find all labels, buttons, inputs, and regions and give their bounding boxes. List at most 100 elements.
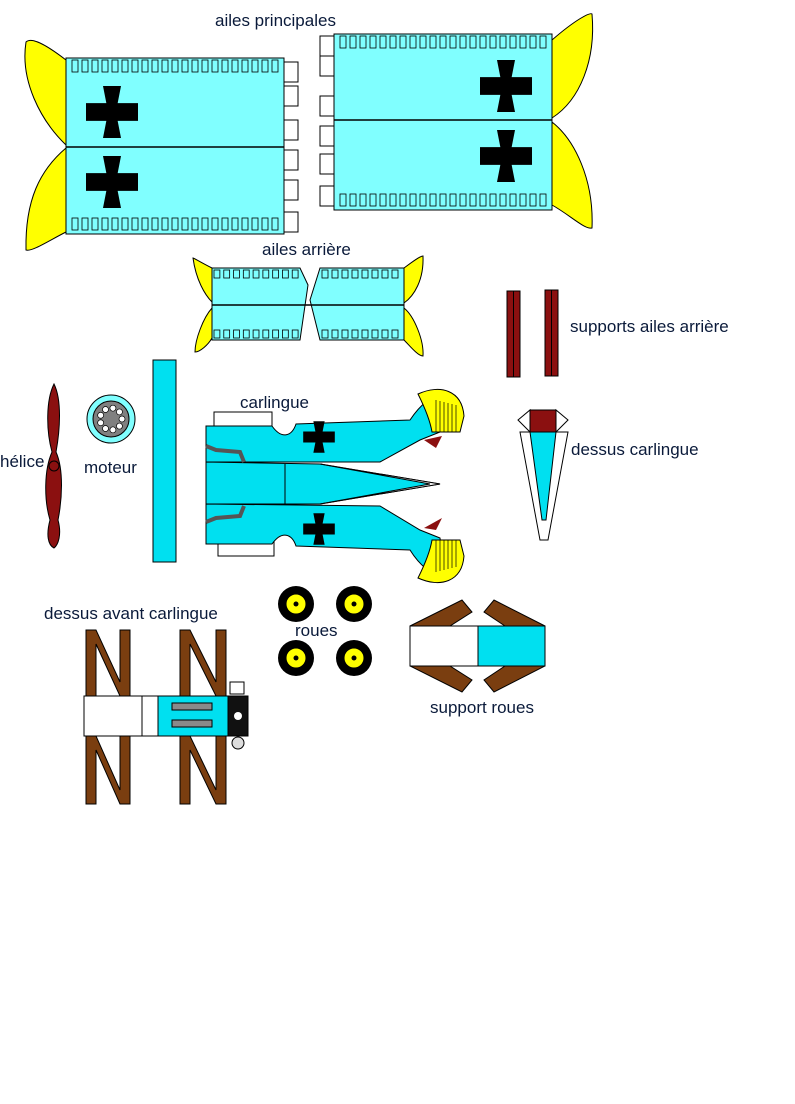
wing-rib-tab bbox=[111, 217, 119, 231]
wing-rib-tab bbox=[201, 217, 209, 231]
glue-tab bbox=[283, 179, 299, 201]
wing-rib-tab bbox=[399, 193, 407, 207]
main-wings-part bbox=[24, 13, 594, 251]
wing-rib-tab bbox=[439, 193, 447, 207]
wing-rib-tab bbox=[81, 217, 89, 231]
wing-rib-tab bbox=[221, 59, 229, 73]
wing-rib-tab bbox=[201, 59, 209, 73]
wing-rib-tab bbox=[161, 59, 169, 73]
wing-tip bbox=[551, 120, 593, 229]
wing-rib-tab bbox=[499, 193, 507, 207]
wing-rib-tab bbox=[509, 193, 517, 207]
wing-rib-tab bbox=[231, 59, 239, 73]
wing-tip bbox=[25, 146, 67, 251]
wing-rib-tab bbox=[181, 217, 189, 231]
wing-rib-tab bbox=[519, 193, 527, 207]
wing-rib-tab bbox=[509, 35, 517, 49]
wing-rib-tab bbox=[381, 269, 389, 279]
wing-rib-tab bbox=[351, 269, 359, 279]
wing-rib-tab bbox=[223, 269, 231, 279]
wing-rib-tab bbox=[271, 59, 279, 73]
wing-rib-tab bbox=[449, 35, 457, 49]
right-main-wing bbox=[333, 33, 553, 211]
wheel-hub bbox=[351, 601, 357, 607]
wing-rib-tab bbox=[449, 193, 457, 207]
glue-tab bbox=[229, 681, 245, 695]
glue-tab bbox=[319, 153, 335, 175]
glue-tab bbox=[283, 149, 299, 171]
cylinder-head bbox=[118, 415, 126, 423]
wing-rib-tab bbox=[529, 193, 537, 207]
wing-rib-tab bbox=[151, 59, 159, 73]
wing-rib-tab bbox=[439, 35, 447, 49]
wheel-support-part bbox=[409, 599, 546, 693]
wing-rib-tab bbox=[381, 329, 389, 339]
cylinder-head bbox=[116, 422, 123, 430]
iron-cross-icon bbox=[480, 60, 532, 112]
wing-rib-tab bbox=[181, 59, 189, 73]
glue-disc bbox=[231, 736, 245, 750]
fuselage-tail-wedge bbox=[319, 463, 441, 505]
wing-rib-tab bbox=[399, 35, 407, 49]
wheel-hub bbox=[293, 655, 299, 661]
wing-rib-tab bbox=[371, 269, 379, 279]
wing-tip bbox=[403, 306, 424, 357]
cylinder-head bbox=[102, 406, 109, 413]
wing-rib-tab bbox=[282, 269, 289, 279]
rear-wing-right bbox=[309, 267, 405, 341]
wing-rib-tab bbox=[233, 329, 240, 339]
wing-rib-tab bbox=[459, 35, 467, 49]
wing-rib-tab bbox=[111, 59, 119, 73]
engine-strip bbox=[152, 359, 177, 563]
axle-panel-cyan bbox=[477, 625, 546, 667]
wing-rib-tab bbox=[539, 35, 547, 49]
wing-rib-tab bbox=[369, 193, 377, 207]
wing-tip bbox=[551, 13, 594, 119]
wing-rib-tab bbox=[241, 59, 249, 73]
wing-rib-tab bbox=[71, 217, 79, 231]
wing-rib-tab bbox=[151, 217, 159, 231]
wing-tip bbox=[192, 257, 213, 304]
wing-rib-tab bbox=[242, 269, 250, 279]
wing-rib-tab bbox=[331, 269, 339, 279]
iron-cross-icon bbox=[303, 421, 335, 453]
fuselage-top-strip bbox=[205, 461, 441, 505]
wing-rib-tab bbox=[419, 193, 427, 207]
glue-tab bbox=[283, 61, 299, 83]
propeller-label: hélice bbox=[0, 452, 45, 471]
wing-rib-tab bbox=[409, 193, 417, 207]
gauge-icon bbox=[234, 712, 242, 720]
wheels-part bbox=[278, 586, 372, 676]
front-top-panel bbox=[83, 695, 143, 737]
glue-tab bbox=[283, 85, 299, 107]
wing-rib-tab bbox=[489, 193, 497, 207]
cylinder-head bbox=[116, 408, 123, 416]
wing-rib-tab bbox=[262, 269, 270, 279]
wing-rib-tab bbox=[349, 193, 357, 207]
wing-rib-tab bbox=[141, 217, 149, 231]
wheels-label: roues bbox=[295, 621, 338, 640]
wing-rib-tab bbox=[391, 329, 399, 339]
glue-tab bbox=[213, 411, 273, 427]
wing-rib-tab bbox=[252, 329, 260, 339]
glue-tab bbox=[283, 119, 299, 141]
exhaust-pipe bbox=[205, 505, 246, 524]
rear-wing-supports-label: supports ailes arrière bbox=[570, 317, 729, 336]
wing-rib-tab bbox=[519, 35, 527, 49]
wing-rib-tab bbox=[371, 329, 379, 339]
wing-rib-tab bbox=[131, 217, 139, 231]
wing-rib-tab bbox=[389, 35, 397, 49]
machine-gun bbox=[171, 719, 213, 728]
wing-rib-tab bbox=[81, 59, 89, 73]
glue-tab bbox=[283, 211, 299, 233]
wing-rib-tab bbox=[213, 329, 221, 339]
left-main-wing bbox=[65, 57, 285, 235]
wing-rib-tab bbox=[211, 59, 219, 73]
wing-rib-tab bbox=[321, 329, 329, 339]
wing-rib-tab bbox=[331, 329, 339, 339]
fuselage-top-part bbox=[517, 408, 569, 541]
wing-rib-tab bbox=[271, 217, 279, 231]
wing-rib-tab bbox=[91, 217, 99, 231]
wing-rib-tab bbox=[529, 35, 537, 49]
